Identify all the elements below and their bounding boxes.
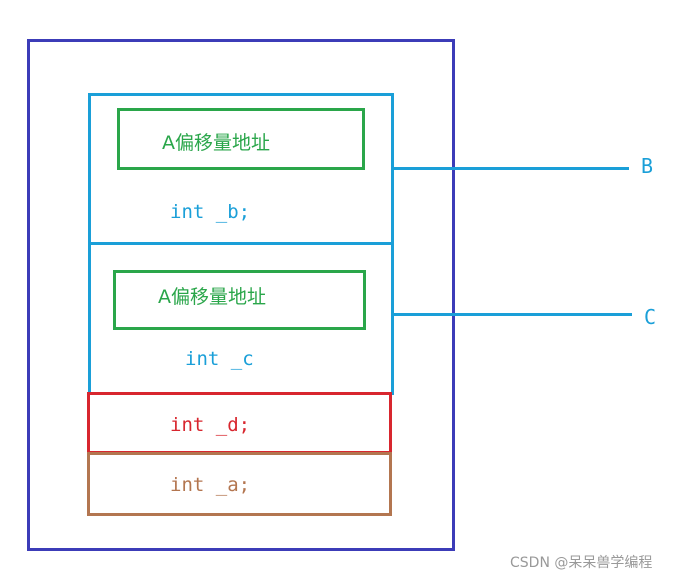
a-offset-label-in-c: A偏移量地址 bbox=[158, 286, 266, 308]
watermark: CSDN @呆呆兽学编程 bbox=[510, 555, 653, 571]
object-d-outline bbox=[27, 39, 455, 551]
member-a-box bbox=[87, 452, 392, 516]
a-offset-box-in-c bbox=[113, 270, 366, 330]
subobject-b-name: B bbox=[641, 154, 654, 178]
member-a-label: int _a; bbox=[170, 474, 251, 496]
b-pointer-line bbox=[393, 167, 629, 170]
member-c-label: int _c bbox=[185, 348, 254, 370]
c-pointer-line bbox=[392, 313, 632, 316]
subobject-c-name: C bbox=[644, 305, 657, 329]
member-d-label: int _d; bbox=[170, 414, 251, 436]
member-b-label: int _b; bbox=[170, 201, 251, 223]
a-offset-box-in-b bbox=[117, 108, 365, 170]
a-offset-label-in-b: A偏移量地址 bbox=[162, 132, 270, 154]
